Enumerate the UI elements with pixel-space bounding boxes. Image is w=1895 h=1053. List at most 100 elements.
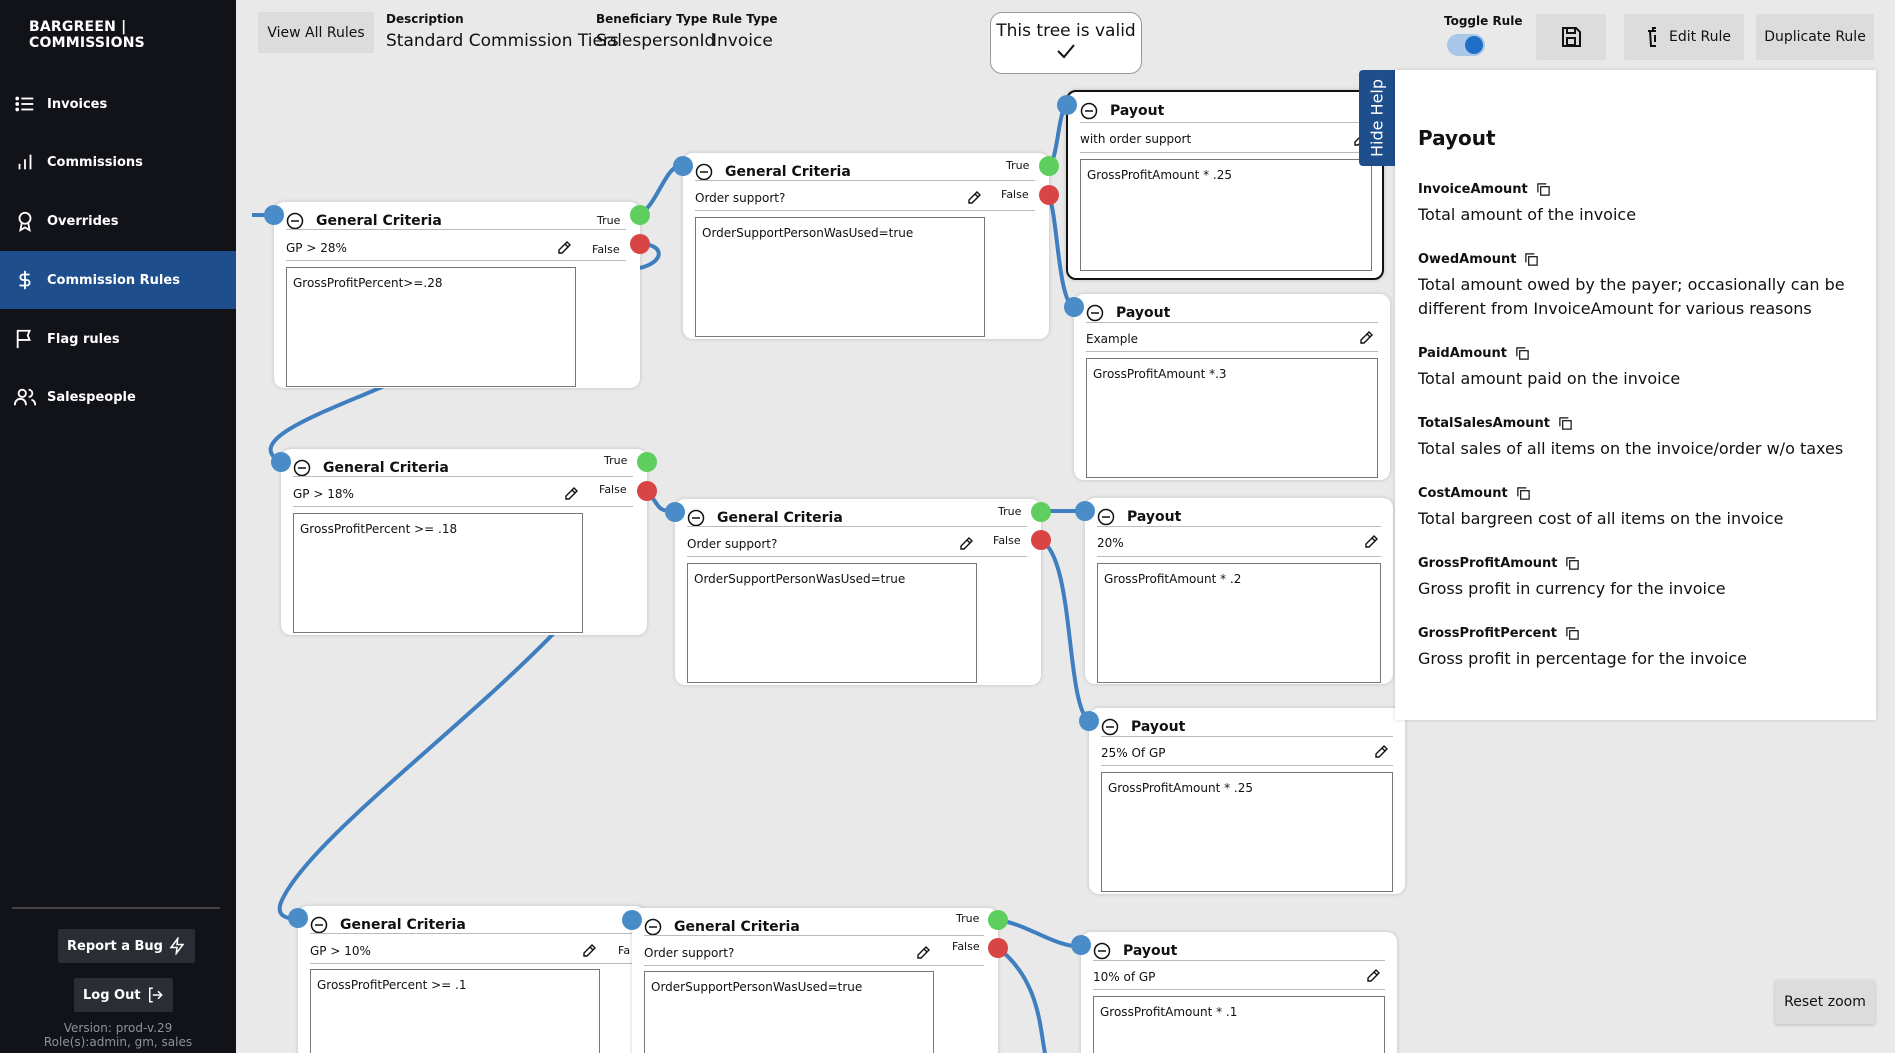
collapse-icon[interactable] [1097,508,1115,526]
tree-valid-text: This tree is valid [996,21,1136,41]
node-expression[interactable]: GrossProfitPercent >= .18 [293,513,583,633]
collapse-icon[interactable] [293,459,311,477]
edit-rule-button[interactable]: Edit Rule [1656,14,1744,60]
node-expression[interactable]: GrossProfitAmount * .2 [1097,563,1381,683]
sidebar-item-label: Overrides [47,213,119,229]
sidebar-item-label: Salespeople [47,389,136,405]
hide-help-tab[interactable]: Hide Help [1359,70,1395,166]
save-button[interactable] [1536,14,1606,60]
node-expression[interactable]: GrossProfitPercent>=.28 [286,267,576,387]
node-divider [695,180,1035,181]
collapse-icon[interactable] [310,916,328,934]
pencil-icon[interactable] [556,240,572,256]
copy-icon[interactable] [1524,252,1539,267]
sidebar-divider [12,907,220,909]
report-bug-button[interactable]: Report a Bug [58,929,195,963]
true-output-port[interactable] [1031,502,1051,522]
pencil-icon[interactable] [1365,968,1381,984]
pencil-icon[interactable] [1363,534,1379,550]
copy-icon[interactable] [1558,416,1573,431]
variable-name: GrossProfitAmount [1418,556,1558,571]
node-divider [1086,351,1378,352]
copy-icon[interactable] [1515,346,1530,361]
input-port[interactable] [673,156,693,176]
node-expression[interactable]: OrderSupportPersonWasUsed=true [687,563,977,683]
input-port[interactable] [288,908,308,928]
input-port[interactable] [271,452,291,472]
node-expression[interactable]: GrossProfitAmount * .25 [1101,772,1393,892]
true-output-port[interactable] [637,452,657,472]
copy-icon[interactable] [1565,556,1580,571]
payout-node[interactable]: Payout 20% GrossProfitAmount * .2 [1085,498,1393,684]
pencil-icon[interactable] [581,943,597,959]
node-expression[interactable]: GrossProfitAmount * .25 [1080,159,1372,271]
false-output-port[interactable] [1039,185,1059,205]
copy-icon[interactable] [1536,182,1551,197]
pencil-icon[interactable] [1373,744,1389,760]
true-output-port[interactable] [1039,156,1059,176]
payout-node[interactable]: Payout Example GrossProfitAmount *.3 [1074,294,1390,480]
pencil-icon[interactable] [915,945,931,961]
input-port[interactable] [1079,711,1099,731]
input-port[interactable] [622,910,642,930]
collapse-icon[interactable] [1086,304,1104,322]
copy-icon[interactable] [1565,626,1580,641]
pencil-icon[interactable] [958,536,974,552]
general-criteria-node[interactable]: General Criteria GP > 28% GrossProfitPer… [274,202,640,388]
false-output-port[interactable] [988,938,1008,958]
true-output-port[interactable] [630,205,650,225]
logout-button[interactable]: Log Out [74,978,173,1012]
pencil-icon[interactable] [563,486,579,502]
false-output-port[interactable] [630,234,650,254]
node-divider [1097,556,1381,557]
reset-zoom-button[interactable]: Reset zoom [1775,980,1875,1024]
pencil-icon[interactable] [966,190,982,206]
collapse-icon[interactable] [286,212,304,230]
node-expression[interactable]: GrossProfitAmount *.3 [1086,358,1378,478]
duplicate-rule-button[interactable]: Duplicate Rule [1756,14,1874,60]
payout-node[interactable]: Payout 25% Of GP GrossProfitAmount * .25 [1089,708,1405,894]
sidebar-item-flag-rules[interactable]: Flag rules [0,310,236,368]
input-port[interactable] [1071,935,1091,955]
sidebar-item-invoices[interactable]: Invoices [0,75,236,133]
collapse-icon[interactable] [1093,942,1111,960]
node-expression[interactable]: GrossProfitAmount * .1 [1093,996,1385,1053]
false-output-port[interactable] [637,481,657,501]
general-criteria-node[interactable]: General Criteria GP > 10% GrossProfitPer… [298,906,646,1053]
pencil-icon[interactable] [1358,330,1374,346]
sidebar-item-commissions[interactable]: Commissions [0,133,236,191]
general-criteria-node[interactable]: General Criteria Order support? OrderSup… [683,153,1049,339]
collapse-icon[interactable] [1080,102,1098,120]
collapse-icon[interactable] [1101,718,1119,736]
copy-icon[interactable] [1516,486,1531,501]
collapse-icon[interactable] [687,509,705,527]
true-label: True [1006,159,1030,172]
general-criteria-node[interactable]: General Criteria Order support? OrderSup… [675,499,1041,685]
input-port[interactable] [264,205,284,225]
toggle-rule-switch[interactable] [1447,34,1485,56]
general-criteria-node[interactable]: General Criteria Order support? OrderSup… [632,908,998,1053]
wire-gc3-to-gc5 [277,631,556,921]
node-expression[interactable]: OrderSupportPersonWasUsed=true [644,971,934,1053]
input-port[interactable] [1057,95,1077,115]
view-all-rules-button[interactable]: View All Rules [258,12,374,53]
collapse-icon[interactable] [644,918,662,936]
sidebar-item-commission-rules[interactable]: Commission Rules [0,251,236,309]
node-divider [286,229,626,230]
payout-node[interactable]: Payout 10% of GP GrossProfitAmount * .1 [1081,932,1397,1053]
sidebar-item-overrides[interactable]: Overrides [0,192,236,250]
general-criteria-node[interactable]: General Criteria GP > 18% GrossProfitPer… [281,449,647,635]
sidebar-item-salespeople[interactable]: Salespeople [0,368,236,426]
node-divider [293,476,633,477]
input-port[interactable] [1064,297,1084,317]
false-output-port[interactable] [1031,530,1051,550]
false-label: False [993,534,1021,547]
node-expression[interactable]: GrossProfitPercent >= .1 [310,969,600,1053]
true-output-port[interactable] [988,910,1008,930]
input-port[interactable] [665,502,685,522]
collapse-icon[interactable] [695,163,713,181]
true-label: True [597,214,621,227]
node-expression[interactable]: OrderSupportPersonWasUsed=true [695,217,985,337]
input-port[interactable] [1075,501,1095,521]
payout-node[interactable]: Payout with order support GrossProfitAmo… [1066,90,1384,280]
